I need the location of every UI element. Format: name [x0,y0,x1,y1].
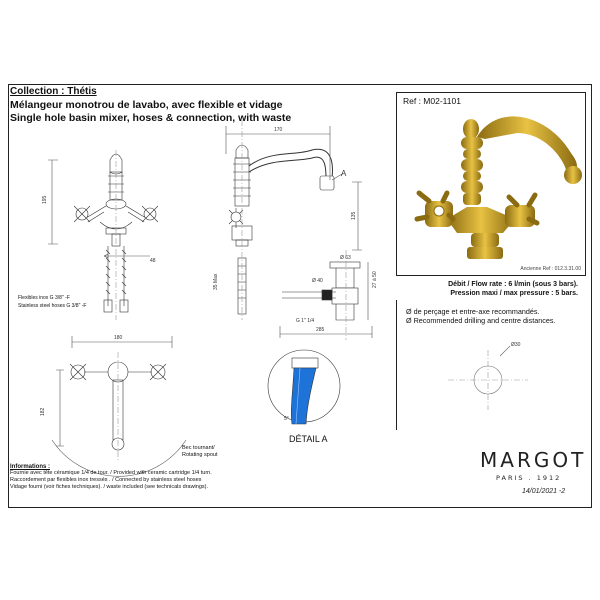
drill-dia-label: Ø30 [511,342,521,348]
spec-flow: Débit / Flow rate : 6 l/min (sous 3 bars… [448,281,578,288]
front-view [48,150,159,320]
title-fr: Mélangeur monotrou de lavabo, avec flexi… [10,99,283,111]
dim-180: 180 [114,335,123,341]
side-view [225,120,362,320]
info-block: Informations : Fournie avec tête céramiq… [10,464,212,491]
ref-panel: Ref : M02-1101 Ancienne Ref : 012.3.31.0… [396,92,586,276]
dim-5deg: 5° [284,416,289,422]
hoses-label-fr: Flexibles inox G 3/8" -F [18,295,70,301]
detail-a [267,349,341,425]
dim-40: Ø 40 [312,278,323,284]
dim-27-50: 27 à 50 [372,271,378,288]
dim-182: 182 [40,407,46,416]
hoses-label-en: Stainless steel hoses G 3/8" -F [18,303,87,309]
info-title: Informations : [10,464,50,470]
document-date: 14/01/2021 -2 [522,488,566,495]
spout-label-en: Rotating spout [182,452,218,458]
dim-63: Ø 63 [340,255,351,261]
info-line: Raccordement par flexibles inox tressés … [10,477,202,483]
old-ref: Ancienne Ref : 012.3.31.00 [520,266,581,272]
drill-diagram [448,345,528,410]
dim-48: 48 [150,258,156,264]
dim-135: 135 [351,211,357,220]
drilling-panel [396,300,586,430]
product-image [414,116,582,259]
dim-35max: 35 Max [213,273,219,290]
detail-a-label: DÉTAIL A [289,434,328,444]
drawing-frame [8,84,592,508]
dim-195: 195 [42,195,48,204]
ref-number: Ref : M02-1101 [403,96,461,106]
dim-170: 170 [274,127,283,133]
spout-label-fr: Bec tournant/ [182,445,215,451]
brand-city: PARIS . 1912 [496,474,562,482]
dim-285: 285 [316,327,325,333]
dim-a-label: A [341,169,347,178]
waste-view [279,250,373,340]
dim-g114: G 1" 1/4 [296,318,314,324]
brand-name: MARGOT [480,448,587,472]
drilling-en: Ø Recommended drilling and centre distan… [406,316,556,325]
spec-pressure: Pression maxi / max pressure : 5 bars. [450,290,578,297]
drilling-fr: Ø de perçage et entre-axe recommandés. [406,307,540,316]
top-view [51,336,187,477]
collection-title: Collection : Thétis [10,86,97,97]
title-en: Single hole basin mixer, hoses & connect… [10,112,292,124]
info-line: Fournie avec tête céramique 1/4 de tour.… [10,470,212,476]
info-line: Vidage fourni (voir fiches techniques). … [10,484,208,490]
